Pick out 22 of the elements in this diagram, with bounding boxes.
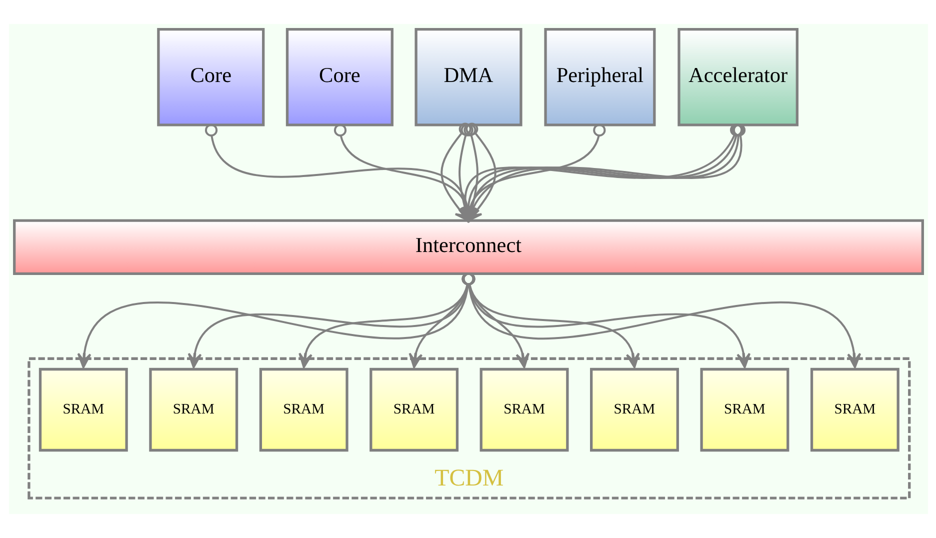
- arrow: [462, 272, 750, 368]
- node-box: Accelerator: [677, 28, 798, 126]
- node-box: SRAM: [479, 368, 568, 452]
- node-box: SRAM: [148, 368, 238, 452]
- node-box: Core: [156, 28, 264, 126]
- arrow: [462, 272, 640, 368]
- node-box: SRAM: [700, 368, 789, 452]
- node-box: SRAM: [369, 368, 458, 452]
- node-box: DMA: [414, 28, 522, 126]
- node-box: SRAM: [810, 368, 899, 452]
- node-box: Interconnect: [12, 219, 924, 275]
- arrow: [468, 284, 861, 368]
- arrow: [462, 272, 530, 368]
- arrow: [408, 272, 474, 368]
- node-box: Peripheral: [544, 28, 656, 126]
- node-box: Core: [285, 28, 393, 126]
- node-box: SRAM: [38, 368, 128, 452]
- arrow: [187, 272, 474, 368]
- arrow: [76, 284, 468, 368]
- arrow: [298, 272, 474, 368]
- node-box: SRAM: [590, 368, 678, 452]
- node-box: SRAM: [258, 368, 348, 452]
